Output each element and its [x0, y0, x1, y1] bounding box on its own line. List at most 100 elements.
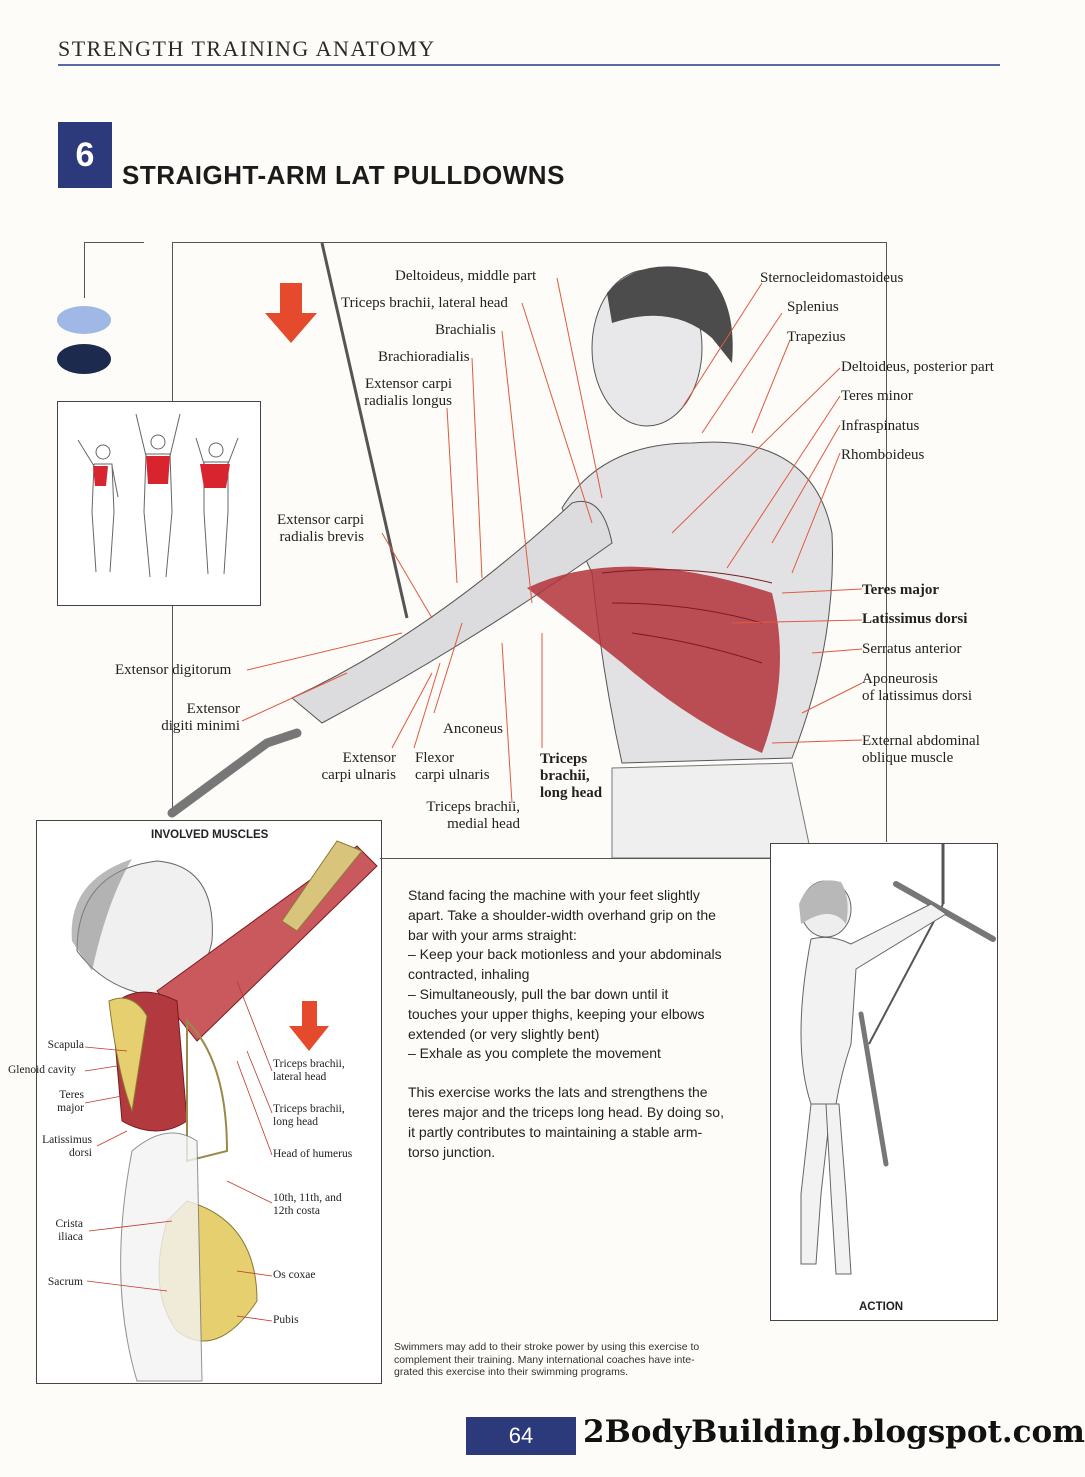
- instr-p1-line-2: apart. Take a shoulder-width overhand gr…: [408, 906, 716, 923]
- label-splenius: Splenius: [787, 299, 839, 315]
- label-crista-line2: iliaca: [58, 1231, 83, 1243]
- watermark: 2BodyBuilding.blogspot.com: [583, 1414, 1085, 1450]
- label-ecr-longus-line1: Extensor carpi: [364, 376, 452, 392]
- label-inv-latissimus: Latissimus dorsi: [32, 1134, 92, 1160]
- label-ecr-brevis-line2: radialis brevis: [279, 529, 364, 545]
- instr-p1-line-3: bar with your arms straight:: [408, 926, 577, 943]
- instr-p2-line-4: torso junction.: [408, 1143, 496, 1160]
- instructions-paragraph-1: Stand facing the machine with your feet …: [408, 886, 744, 1064]
- instructions-paragraph-2: This exercise works the lats and strengt…: [408, 1083, 744, 1162]
- label-deltoideus-middle: Deltoideus, middle part: [395, 268, 537, 284]
- instr-p1-line-1: Stand facing the machine with your feet …: [408, 887, 700, 903]
- main-frame-right: [886, 242, 887, 842]
- label-triceps-lateral: Triceps brachii, lateral head: [341, 295, 508, 311]
- instructions-text: Stand facing the machine with your feet …: [408, 886, 744, 1181]
- label-teres-major: Teres major: [862, 582, 940, 598]
- label-external-oblique: External abdominal oblique muscle: [862, 733, 980, 767]
- label-crista-line1: Crista: [55, 1218, 83, 1230]
- label-flexor-carpi-ulnaris: Flexor carpi ulnaris: [415, 750, 490, 784]
- label-scapula: Scapula: [47, 1039, 84, 1051]
- swimmers-note: Swimmers may add to their stroke power b…: [394, 1341, 744, 1379]
- note-line-3: grated this exercise into their swimming…: [394, 1366, 629, 1378]
- label-infraspinatus: Infraspinatus: [841, 418, 920, 434]
- instr-p2-line-1: This exercise works the lats and strengt…: [408, 1084, 708, 1101]
- label-extensor-carpi-ulnaris: Extensor carpi ulnaris: [300, 750, 396, 784]
- action-caption: ACTION: [859, 1301, 904, 1313]
- label-inv-triceps-lateral: Triceps brachii, lateral head: [273, 1058, 345, 1084]
- label-inv-teres-line1: Teres: [59, 1089, 84, 1101]
- label-triceps-long-line1: Triceps: [540, 751, 588, 767]
- label-costa-line2: 12th costa: [273, 1205, 320, 1217]
- label-fcu-line1: Flexor: [415, 750, 455, 766]
- label-aponeurosis-line2: of latissimus dorsi: [862, 688, 973, 704]
- involved-muscles-panel: INVOLVED MUSCLES Scapula Glenoid cavity: [8, 820, 382, 1384]
- label-inv-tri-long-line1: Triceps brachii,: [273, 1103, 345, 1115]
- mini-figures-panel: [57, 401, 261, 606]
- header-rule: [58, 64, 1000, 66]
- label-latissimus-dorsi: Latissimus dorsi: [862, 611, 968, 627]
- legend-light-swatch: [57, 306, 111, 334]
- label-oblique-line1: External abdominal: [862, 733, 980, 749]
- label-costa-line1: 10th, 11th, and: [273, 1192, 342, 1204]
- instr-p1-line-9: – Exhale as you complete the movement: [408, 1045, 661, 1062]
- instr-p2-line-3: it partly contributes to maintaining a s…: [408, 1123, 703, 1140]
- exercise-number-badge: 6: [58, 122, 112, 188]
- label-inv-lat-line2: dorsi: [69, 1147, 92, 1159]
- legend-frame-top: [84, 242, 144, 243]
- label-triceps-long-line3: long head: [540, 785, 603, 801]
- label-triceps-long-line2: brachii,: [540, 768, 590, 784]
- label-fcu-line2: carpi ulnaris: [415, 767, 490, 783]
- label-trapezius: Trapezius: [787, 329, 846, 345]
- legend-frame-left: [84, 242, 85, 298]
- involved-muscles-caption: INVOLVED MUSCLES: [151, 829, 269, 841]
- action-panel: ACTION: [770, 843, 998, 1321]
- label-inv-teres-line2: major: [57, 1102, 84, 1114]
- note-line-2: complement their training. Many internat…: [394, 1353, 695, 1366]
- label-head-of-humerus: Head of humerus: [273, 1148, 353, 1160]
- involved-muscles-illustration: [71, 840, 378, 1382]
- label-os-coxae: Os coxae: [273, 1269, 316, 1281]
- label-anconeus: Anconeus: [443, 721, 503, 737]
- instr-p1-line-6: – Simultaneously, pull the bar down unti…: [408, 985, 669, 1002]
- label-triceps-medial-line1: Triceps brachii,: [426, 799, 520, 815]
- label-ecr-longus-line2: radialis longus: [364, 393, 452, 409]
- instr-p1-line-4: – Keep your back motionless and your abd…: [408, 946, 722, 963]
- label-aponeurosis-line1: Aponeurosis: [862, 671, 938, 687]
- instr-p1-line-8: extended (or very slightly bent): [408, 1025, 600, 1042]
- label-inv-teres-major: Teres major: [37, 1089, 84, 1115]
- label-oblique-line2: oblique muscle: [862, 750, 954, 766]
- label-teres-minor: Teres minor: [841, 388, 913, 404]
- label-ecu-line2: carpi ulnaris: [321, 767, 396, 783]
- running-header: STRENGTH TRAINING ANATOMY: [58, 36, 436, 61]
- label-ext-digiti-minimi-line1: Extensor: [186, 701, 240, 717]
- note-line-1: Swimmers may add to their stroke power b…: [394, 1341, 700, 1353]
- label-ecu-line1: Extensor: [342, 750, 396, 766]
- mini-figures-illustration: [77, 413, 239, 578]
- label-costa: 10th, 11th, and 12th costa: [273, 1192, 342, 1218]
- label-triceps-medial-line2: medial head: [447, 816, 520, 832]
- label-deltoideus-posterior: Deltoideus, posterior part: [841, 359, 994, 375]
- label-triceps-medial: Triceps brachii, medial head: [400, 799, 520, 833]
- label-pubis: Pubis: [273, 1314, 299, 1326]
- label-ecr-brevis: Extensor carpi radialis brevis: [262, 512, 364, 546]
- label-triceps-long-head: Triceps brachii, long head: [540, 751, 602, 802]
- main-anatomy-illustration: [167, 242, 863, 859]
- instr-p1-line-7: touches your upper thighs, keeping your …: [408, 1005, 705, 1022]
- instr-p1-line-5: contracted, inhaling: [408, 966, 530, 983]
- main-frame-top: [172, 242, 886, 243]
- text-frame-top: [380, 858, 770, 859]
- page-number: 64: [466, 1417, 576, 1455]
- label-brachioradialis: Brachioradialis: [378, 349, 470, 365]
- action-illustration: [799, 844, 996, 1275]
- label-aponeurosis: Aponeurosis of latissimus dorsi: [862, 671, 972, 705]
- label-ecr-longus: Extensor carpi radialis longus: [354, 376, 452, 410]
- instr-p2-line-2: teres major and the triceps long head. B…: [408, 1103, 724, 1120]
- exercise-title: STRAIGHT-ARM LAT PULLDOWNS: [122, 160, 565, 190]
- label-sacrum: Sacrum: [47, 1276, 83, 1288]
- label-ext-digiti-minimi-line2: digiti minimi: [161, 718, 240, 734]
- label-inv-tri-lat-line2: lateral head: [273, 1071, 327, 1083]
- label-inv-tri-long-line2: long head: [273, 1116, 319, 1128]
- legend-dark-swatch: [57, 344, 111, 374]
- label-brachialis: Brachialis: [435, 322, 496, 338]
- label-inv-triceps-long: Triceps brachii, long head: [273, 1103, 345, 1129]
